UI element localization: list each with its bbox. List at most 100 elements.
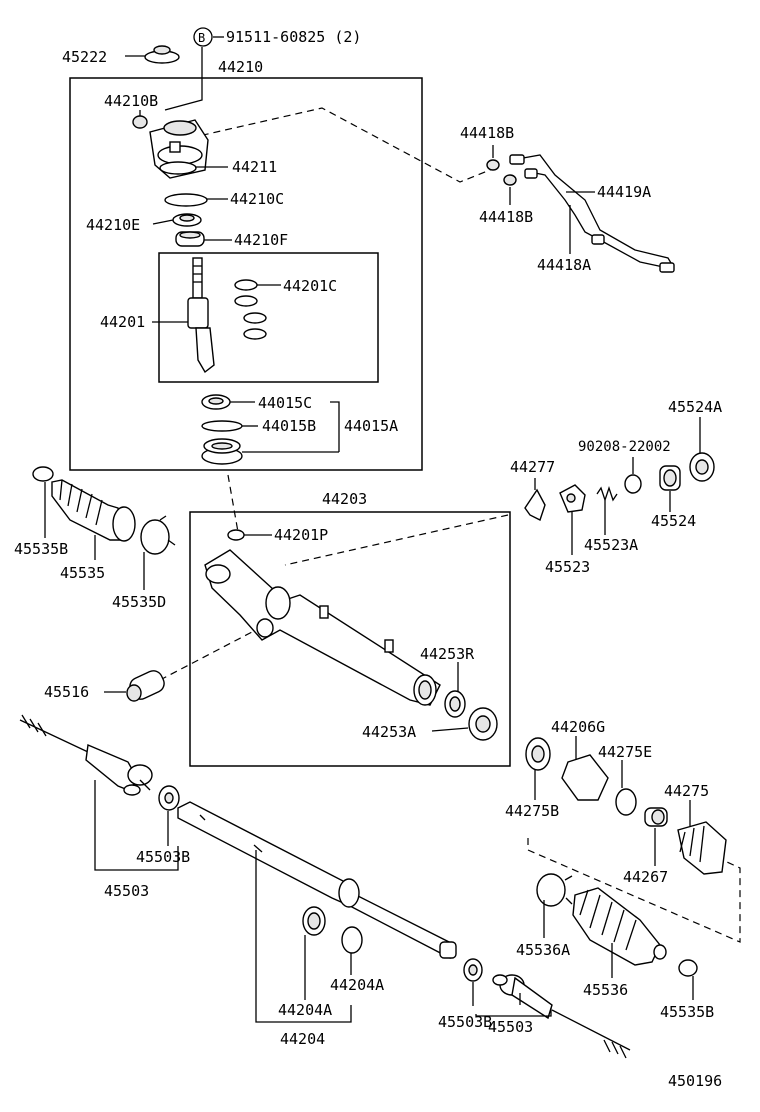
label-44418B-bottom: 44418B — [479, 208, 533, 226]
label-45524: 45524 — [651, 512, 696, 530]
assembly-box-44203 — [189, 511, 511, 767]
label-45523A: 45523A — [584, 536, 638, 554]
sleeve-44206G-icon — [561, 754, 609, 801]
bushing-44267-icon — [644, 807, 668, 827]
clip-44418B-bottom-icon — [503, 174, 517, 186]
boot-44275-icon — [677, 821, 727, 875]
label-44275E: 44275E — [598, 743, 652, 761]
pressure-tubes-44419A-icon — [509, 154, 675, 273]
label-44253R: 44253R — [420, 645, 475, 663]
label-45516: 45516 — [44, 683, 89, 701]
label-44419A: 44419A — [597, 183, 651, 201]
cap-45222-icon — [144, 45, 180, 64]
bolt-symbol-letter: B — [198, 31, 205, 45]
label-44201C: 44201C — [283, 277, 337, 295]
ring-90208-icon — [624, 474, 642, 494]
label-44275B: 44275B — [505, 802, 559, 820]
locknut-45524A-icon — [689, 452, 715, 482]
clamp-45536A-icon — [536, 873, 573, 907]
label-45222: 45222 — [62, 48, 107, 66]
label-44267: 44267 — [623, 868, 668, 886]
label-44277: 44277 — [510, 458, 555, 476]
spring-45523A-icon — [596, 485, 618, 503]
label-44203: 44203 — [322, 490, 367, 508]
label-44204A-left: 44204A — [278, 1001, 332, 1019]
label-45535B-left: 45535B — [14, 540, 68, 558]
clamp-45535B-right-icon — [678, 959, 698, 977]
tie-rod-end-45503-left-icon — [19, 714, 153, 796]
label-bolt-91511: 91511-60825 (2) — [226, 28, 361, 46]
o-ring-44210C-icon — [164, 193, 208, 207]
assembly-box-44210 — [69, 77, 423, 471]
bracket-44275 — [527, 838, 741, 943]
boot-45535-left-icon — [51, 479, 136, 542]
rack-bar-44204-icon — [177, 801, 457, 959]
seal-rings-44201C-icon — [234, 279, 267, 340]
label-44275: 44275 — [664, 782, 709, 800]
label-45536A: 45536A — [516, 941, 570, 959]
label-44206G: 44206G — [551, 718, 605, 736]
subassembly-box-44201 — [158, 252, 379, 383]
label-44201P: 44201P — [274, 526, 328, 544]
guide-44277-icon — [524, 488, 546, 521]
label-45524A: 45524A — [668, 398, 722, 416]
label-44210B: 44210B — [104, 92, 158, 110]
label-45535B-right: 45535B — [660, 1003, 714, 1021]
boot-45536-icon — [572, 887, 667, 966]
dash-housing-to-rack — [227, 474, 239, 533]
valve-housing-44211-icon — [149, 119, 209, 179]
label-44210E: 44210E — [86, 216, 140, 234]
figure-number: 450196 — [668, 1072, 722, 1090]
ring-44204A-right-icon — [341, 926, 363, 954]
label-44210C: 44210C — [230, 190, 284, 208]
clamp-45535B-left-icon — [32, 466, 54, 482]
bushing-44253R-icon — [444, 690, 466, 718]
label-44211: 44211 — [232, 158, 277, 176]
tie-rod-end-45503-right-icon — [492, 974, 631, 1059]
dash-44203-to-guide — [284, 514, 509, 566]
label-44204: 44204 — [280, 1030, 325, 1048]
seal-44015A-icon — [201, 438, 243, 465]
label-44015C: 44015C — [258, 394, 312, 412]
bolt-symbol-icon — [193, 27, 213, 47]
label-44418B-top: 44418B — [460, 124, 514, 142]
bushing-44275B-icon — [525, 737, 551, 771]
locknut-45503B-left-icon — [158, 785, 180, 811]
label-44210F: 44210F — [234, 231, 288, 249]
o-ring-44015B-icon — [201, 420, 243, 432]
label-44253A: 44253A — [362, 723, 416, 741]
bushing-44201P-icon — [227, 529, 245, 541]
label-45503-right: 45503 — [488, 1018, 533, 1036]
valve-shaft-44201-icon — [187, 257, 215, 374]
label-44210: 44210 — [218, 58, 263, 76]
nut-44210B-icon — [132, 115, 148, 129]
label-44015A: 44015A — [344, 417, 398, 435]
bushing-44253A-icon — [468, 707, 498, 741]
label-44418A: 44418A — [537, 256, 591, 274]
label-45523: 45523 — [545, 558, 590, 576]
label-44204A-right: 44204A — [330, 976, 384, 994]
label-45536: 45536 — [583, 981, 628, 999]
label-90208-22002: 90208-22002 — [578, 439, 671, 455]
dash-45516-to-rack — [159, 631, 253, 681]
bushing-44015C-icon — [201, 394, 231, 410]
clip-44418B-top-icon — [486, 159, 500, 171]
clamp-45535D-left-icon — [140, 515, 176, 555]
label-44201: 44201 — [100, 313, 145, 331]
mount-45516-icon — [126, 670, 165, 702]
guide-45523-icon — [559, 484, 586, 513]
bearing-44210E-icon — [172, 213, 202, 227]
bushing-44204A-left-icon — [302, 906, 326, 936]
label-44015B: 44015B — [262, 417, 316, 435]
bearing-44210F-icon — [175, 231, 205, 247]
label-45503B-left: 45503B — [136, 848, 190, 866]
o-ring-44275E-icon — [615, 788, 637, 816]
label-45535D: 45535D — [112, 593, 166, 611]
label-45535: 45535 — [60, 564, 105, 582]
locknut-45503B-right-icon — [463, 958, 483, 982]
rack-housing-44203-icon — [204, 549, 441, 706]
plug-45524-icon — [659, 465, 681, 491]
label-45503-left: 45503 — [104, 882, 149, 900]
label-45503B-right: 45503B — [438, 1013, 492, 1031]
